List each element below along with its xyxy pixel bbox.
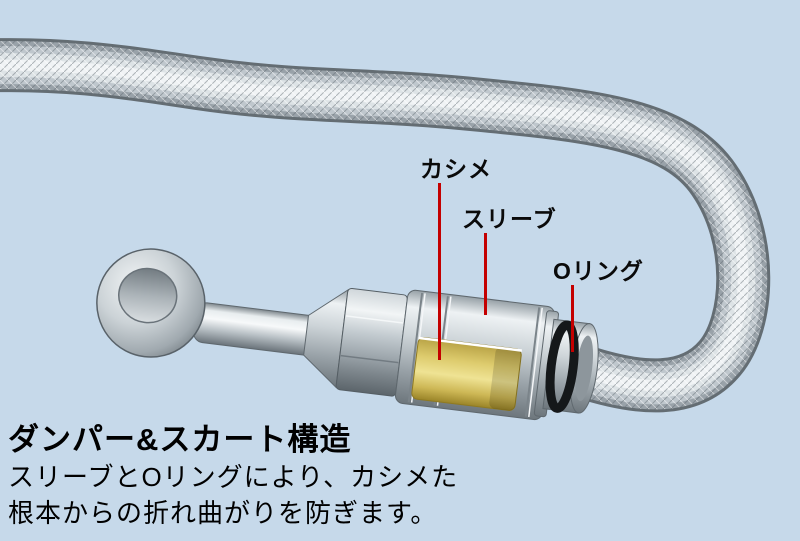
- leader-line-kashime: [438, 183, 441, 360]
- caption-line-2: 根本からの折れ曲がりを防ぎます。: [8, 498, 438, 528]
- callout-label-kashime: カシメ: [420, 156, 492, 182]
- leader-line-oring: [571, 285, 574, 352]
- caption-line-1: スリーブとOリングにより、カシメた: [8, 462, 459, 492]
- caption-title: ダンパー&スカート構造: [8, 422, 352, 457]
- callout-label-sleeve: スリーブ: [462, 206, 557, 232]
- callout-label-oring: Oリング: [553, 258, 644, 284]
- leader-line-sleeve: [484, 233, 487, 315]
- o-ring: [545, 320, 579, 413]
- banjo-eye-hole: [118, 267, 178, 324]
- fitting-assembly: [96, 248, 599, 421]
- inner-hose-cutaway: [411, 336, 522, 411]
